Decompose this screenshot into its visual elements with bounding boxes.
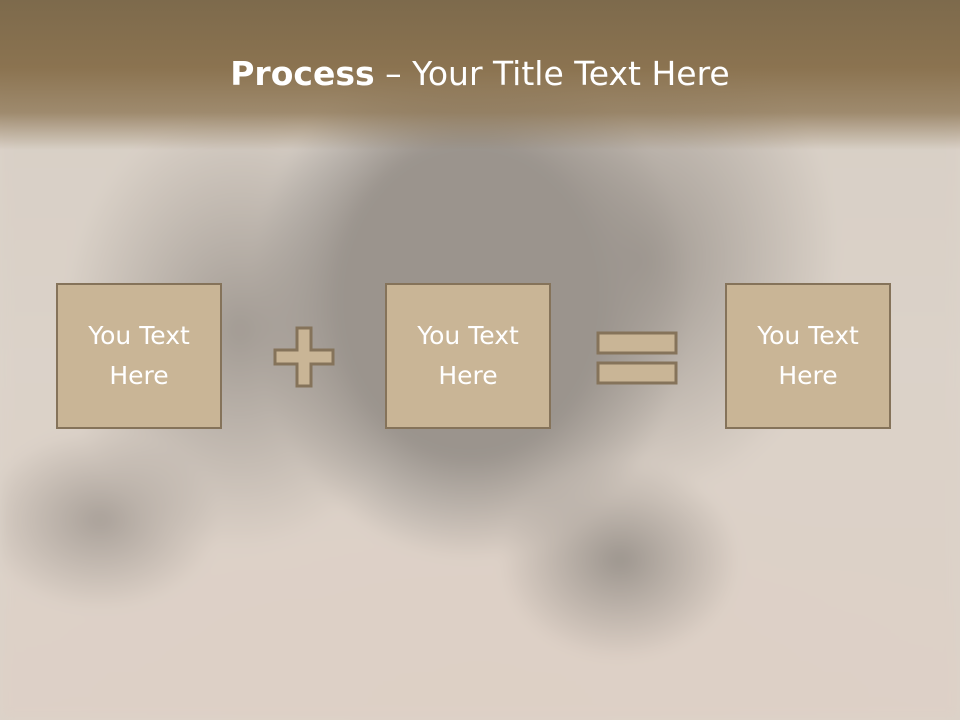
- step-2-line-2: Here: [438, 361, 498, 390]
- step-2-line-1: You Text: [417, 321, 519, 350]
- process-step-box-2: You Text Here: [385, 283, 551, 429]
- slide-title: Process – Your Title Text Here: [0, 54, 960, 94]
- plus-icon: [273, 326, 335, 388]
- step-3-line-2: Here: [778, 361, 838, 390]
- title-rest: – Your Title Text Here: [374, 54, 730, 93]
- process-step-box-3: You Text Here: [725, 283, 891, 429]
- title-bold: Process: [230, 54, 375, 93]
- equals-icon: [596, 331, 678, 385]
- title-band: [0, 0, 960, 150]
- step-1-line-1: You Text: [88, 321, 190, 350]
- process-step-box-1: You Text Here: [56, 283, 222, 429]
- step-3-line-1: You Text: [757, 321, 859, 350]
- step-1-line-2: Here: [109, 361, 169, 390]
